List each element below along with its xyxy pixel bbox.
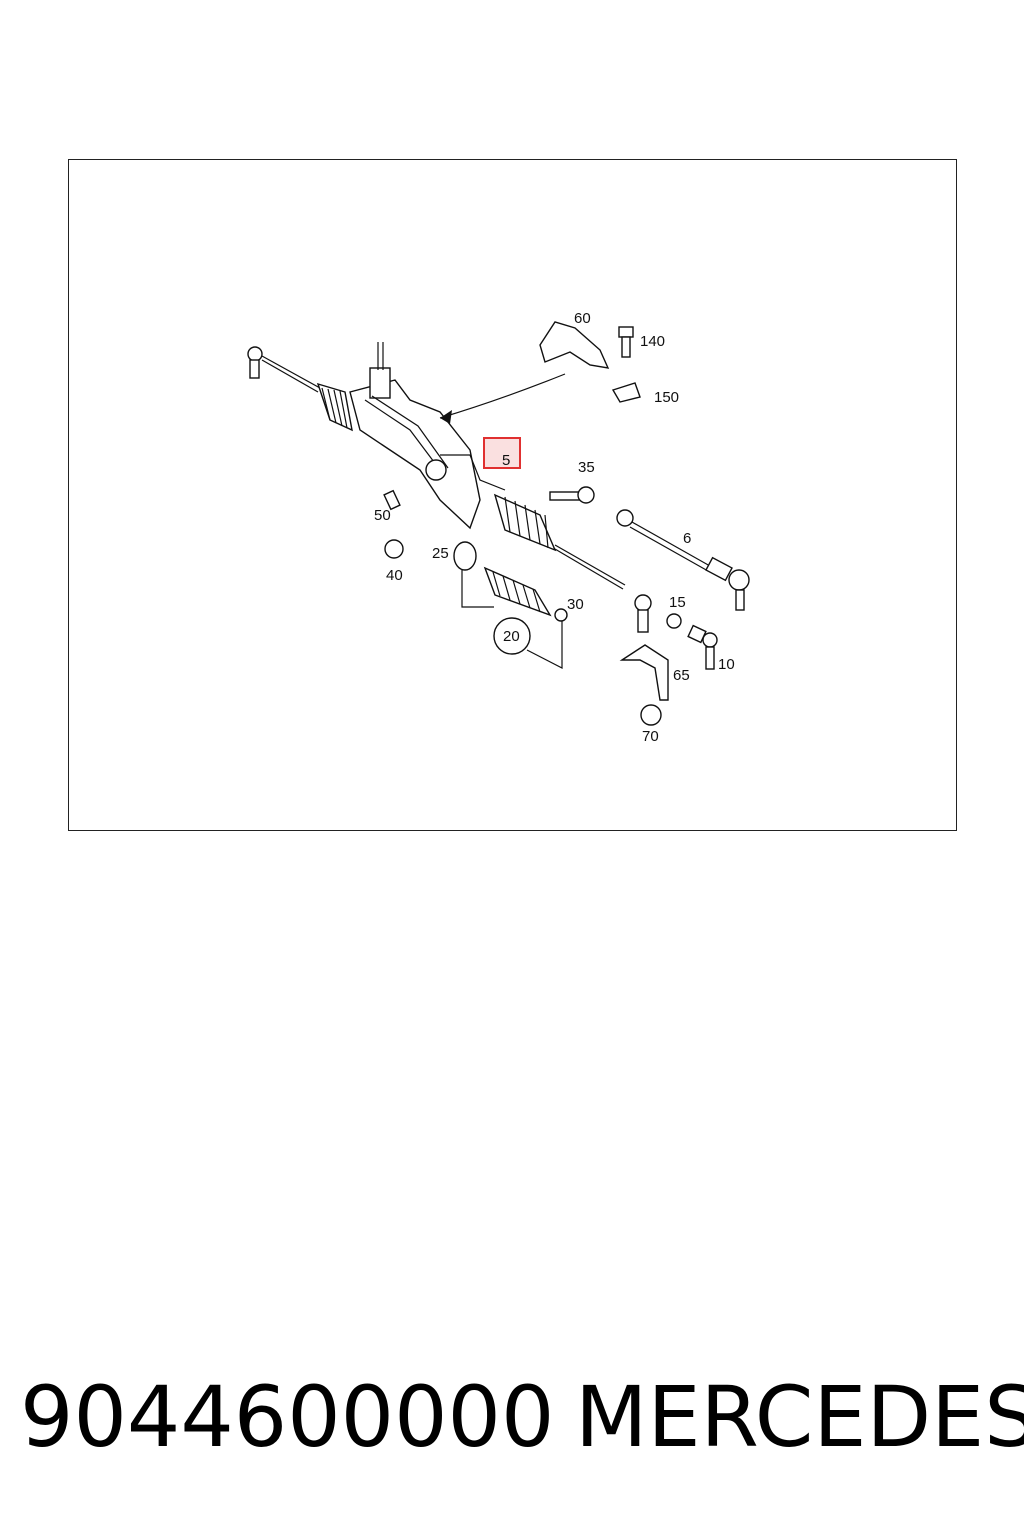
callout-25: 25: [432, 545, 449, 562]
callout-70: 70: [642, 728, 659, 745]
callout-6: 6: [683, 530, 691, 547]
callout-40: 40: [386, 567, 403, 584]
nut-70: [640, 704, 662, 726]
callout-50: 50: [374, 507, 391, 524]
brand-name: MERCEDES: [575, 1368, 1024, 1466]
callout-140: 140: [640, 333, 665, 350]
callout-60: 60: [574, 310, 591, 327]
callout-35: 35: [578, 459, 595, 476]
part-number: 9044600000: [20, 1368, 555, 1466]
bracket-65: [619, 644, 669, 701]
sleeve-50: [383, 489, 401, 511]
callout-30: 30: [567, 596, 584, 613]
callout-5: 5: [502, 452, 510, 469]
steering-rack-assembly: [247, 342, 652, 633]
callout-20: 20: [503, 628, 520, 645]
callout-150: 150: [654, 389, 679, 406]
bolt-140: [618, 326, 634, 358]
clip-150: [611, 382, 641, 403]
callout-15: 15: [669, 594, 686, 611]
nut-40: [384, 539, 404, 559]
diagram-frame: [68, 159, 957, 831]
callout-10: 10: [718, 656, 735, 673]
ring-25: [453, 541, 477, 571]
bellows-20: [461, 566, 563, 669]
caption: 9044600000 MERCEDES: [20, 1368, 1024, 1468]
highlight-box-5: [483, 437, 521, 469]
callout-65: 65: [673, 667, 690, 684]
tie-rod-6: [616, 509, 750, 611]
bracket-60: [539, 321, 610, 369]
nut-15: [666, 613, 682, 629]
parts-diagram: 60 140 150 5 35 6 50 40 25 30 20 15 10 6…: [247, 310, 750, 745]
bolt-35: [549, 486, 595, 504]
ball-joint-10: [687, 624, 718, 670]
clamp-30: [554, 608, 568, 622]
